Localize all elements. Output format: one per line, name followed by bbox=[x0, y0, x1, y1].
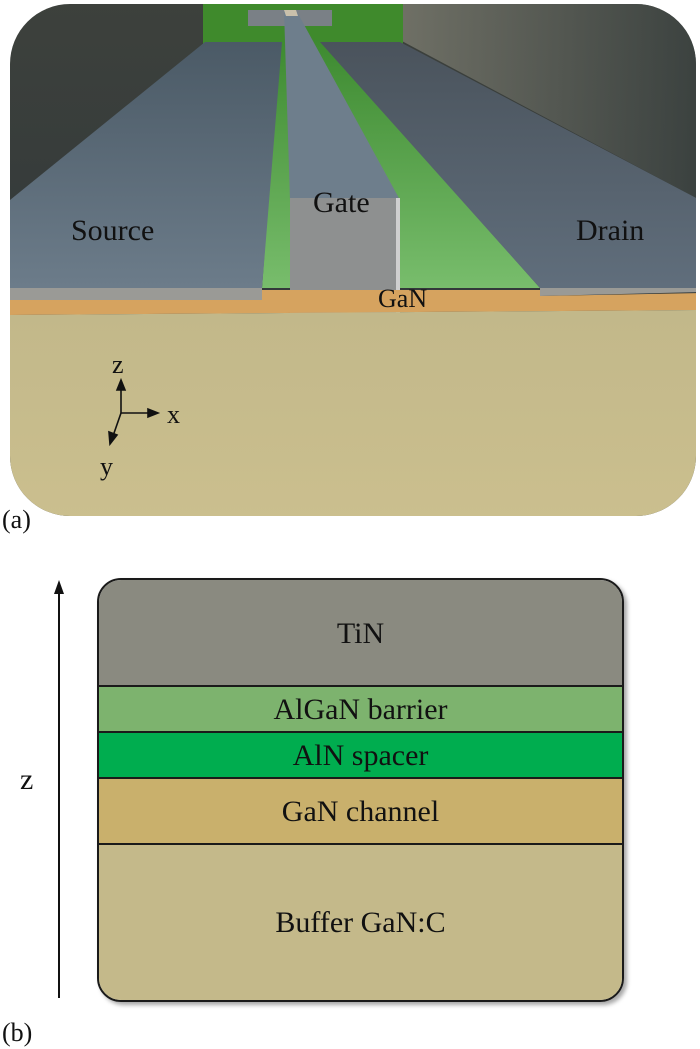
source-label: Source bbox=[71, 214, 155, 247]
layer-algan-barrier: AlGaN barrier bbox=[99, 685, 622, 733]
device-3d-illustration bbox=[10, 4, 696, 516]
layer-tin: TiN bbox=[99, 580, 622, 687]
layer-buffer-gan-c-label: Buffer GaN:C bbox=[275, 905, 446, 939]
layer-aln-spacer: AlN spacer bbox=[99, 731, 622, 779]
panel-a-device-render: Source Gate Drain GaN z x y bbox=[0, 0, 700, 520]
layer-algan-barrier-label: AlGaN barrier bbox=[273, 693, 448, 726]
layer-tin-label: TiN bbox=[336, 616, 385, 650]
layer-aln-spacer-label: AlN spacer bbox=[292, 739, 429, 772]
panel-b-label: (b) bbox=[2, 1018, 33, 1047]
drain-label: Drain bbox=[576, 214, 645, 247]
axis-y-label: y bbox=[100, 452, 113, 481]
layer-stack: TiN AlGaN barrier AlN spacer GaN channel… bbox=[97, 578, 624, 1002]
layer-gan-channel-label: GaN channel bbox=[281, 795, 440, 828]
gan-label: GaN bbox=[378, 284, 428, 313]
layer-gan-channel: GaN channel bbox=[99, 777, 622, 845]
axis-x-label: x bbox=[167, 400, 180, 429]
panel-a-label: (a) bbox=[2, 505, 31, 534]
z-axis-arrow-icon bbox=[54, 580, 64, 998]
axis-z-label: z bbox=[112, 350, 124, 379]
layer-buffer-gan-c: Buffer GaN:C bbox=[99, 843, 622, 1000]
gate-label: Gate bbox=[313, 186, 370, 219]
axis-triad-icon bbox=[108, 377, 161, 447]
z-axis-label: z bbox=[20, 763, 34, 796]
